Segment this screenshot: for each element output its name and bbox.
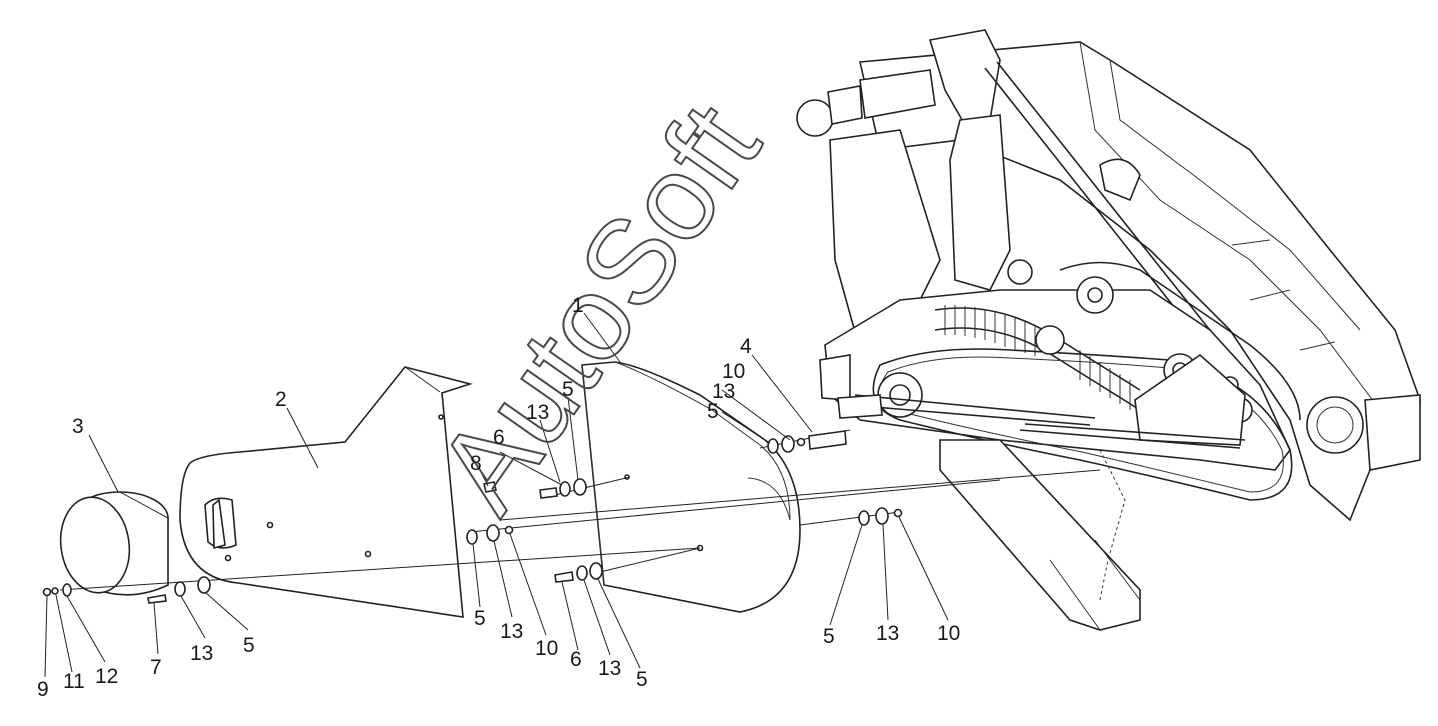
callout-3: 3	[72, 415, 84, 438]
callout-13f: 13	[876, 622, 899, 645]
callout-9: 9	[37, 678, 49, 701]
callout-5f: 5	[823, 625, 835, 648]
callout-5a: 5	[707, 400, 719, 423]
callout-1: 1	[572, 294, 584, 317]
callout-5d: 5	[474, 607, 486, 630]
callout-13d: 13	[500, 620, 523, 643]
callout-10a: 10	[722, 360, 745, 383]
callout-labels: 1 2 3 4 10 13 5 5 13 6 8 9 11 12 7 13 5 …	[37, 294, 960, 701]
callout-10c: 10	[937, 622, 960, 645]
callout-13c: 13	[190, 642, 213, 665]
callout-5e: 5	[636, 668, 648, 691]
hardware-group-middle	[466, 478, 603, 583]
callout-12: 12	[95, 665, 118, 688]
callout-13b: 13	[526, 401, 549, 424]
callout-7: 7	[150, 656, 162, 679]
callout-2: 2	[275, 388, 287, 411]
machine-frame	[796, 29, 1421, 631]
callout-11: 11	[63, 670, 85, 693]
callout-10b: 10	[535, 637, 558, 660]
ring-part-3	[59, 491, 169, 596]
callout-5b: 5	[562, 378, 574, 401]
hardware-group-right	[767, 430, 903, 526]
belt-guard-part-1	[581, 361, 801, 613]
callout-5c: 5	[243, 634, 255, 657]
callout-6b: 6	[570, 648, 582, 671]
hardware-group-left	[42, 576, 211, 604]
callout-13e: 13	[598, 657, 621, 680]
callout-8: 8	[470, 452, 482, 475]
callout-6a: 6	[493, 426, 505, 449]
callout-13a: 13	[712, 380, 735, 403]
callout-4: 4	[740, 335, 752, 358]
cover-plate-part-2	[179, 366, 473, 618]
leader-lines	[44, 312, 949, 678]
